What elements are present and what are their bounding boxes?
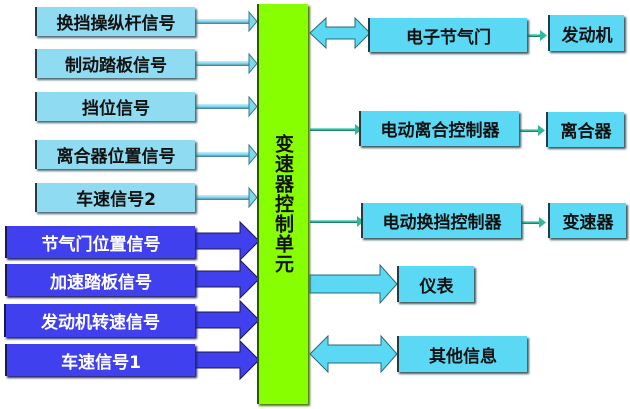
output-arrow: [527, 30, 547, 41]
output-arrow: [310, 124, 362, 135]
output-block-arrow: [309, 263, 398, 305]
output-label: 仪表: [419, 276, 454, 297]
input-box-engine-speed: 发动机转速信号: [4, 304, 195, 337]
input-box-throttle-position: 节气门位置信号: [5, 226, 195, 258]
output-label: 电子节气门: [406, 27, 491, 48]
target-box-engine: 发动机: [548, 15, 624, 51]
input-box-vehicle-speed-2: 车速信号2: [35, 183, 195, 212]
input-arrow: [195, 52, 258, 75]
input-label: 节气门位置信号: [41, 234, 161, 255]
input-label: 换挡操纵杆信号: [56, 14, 176, 34]
target-box-clutch: 离合器: [546, 112, 624, 147]
output-box-electronic-throttle: 电子节气门: [368, 18, 527, 52]
input-box-clutch-position: 离合器位置信号: [35, 140, 195, 169]
transmission-control-unit: 变速器控制单元: [257, 4, 308, 404]
output-box-other-info: 其他信息: [397, 336, 527, 372]
input-label: 车速信号1: [61, 352, 141, 373]
input-box-accelerator-pedal: 加速踏板信号: [5, 264, 195, 296]
input-box-shift-lever: 换挡操纵杆信号: [35, 7, 195, 36]
input-label: 挡位信号: [82, 99, 150, 119]
input-label: 发动机转速信号: [41, 313, 160, 333]
input-label: 加速踏板信号: [50, 272, 152, 293]
input-arrow: [195, 186, 258, 209]
bidirectional-arrow: [309, 16, 371, 50]
target-label: 变速器: [562, 213, 614, 233]
input-block-arrow: [189, 258, 260, 300]
output-box-shift-controller: 电动换挡控制器: [361, 203, 521, 238]
input-label: 车速信号2: [76, 190, 156, 210]
input-label: 离合器位置信号: [56, 147, 176, 167]
target-label: 离合器: [560, 122, 612, 142]
output-box-clutch-controller: 电动离合控制器: [359, 111, 519, 146]
input-box-brake-pedal: 制动踏板信号: [35, 49, 195, 78]
input-block-arrow: [189, 299, 260, 341]
output-box-instrument-panel: 仪表: [397, 266, 474, 302]
ecu-label: 变速器控制单元: [272, 134, 294, 274]
target-label: 发动机: [561, 25, 613, 46]
output-arrow: [310, 216, 364, 227]
output-arrow: [522, 217, 546, 228]
input-block-arrow: [189, 339, 260, 381]
input-arrow: [195, 10, 258, 33]
input-block-arrow: [189, 220, 260, 262]
output-arrow: [520, 125, 545, 136]
output-label: 其他信息: [429, 346, 497, 367]
target-box-transmission: 变速器: [548, 203, 626, 238]
input-label: 制动踏板信号: [65, 56, 167, 76]
input-box-gear-position: 挡位信号: [35, 92, 195, 121]
output-label: 电动换挡控制器: [382, 213, 502, 233]
output-label: 电动离合控制器: [380, 121, 500, 141]
input-arrow: [195, 95, 258, 118]
input-arrow: [195, 143, 258, 166]
input-box-vehicle-speed-1: 车速信号1: [5, 344, 195, 376]
bidirectional-arrow: [309, 334, 398, 374]
